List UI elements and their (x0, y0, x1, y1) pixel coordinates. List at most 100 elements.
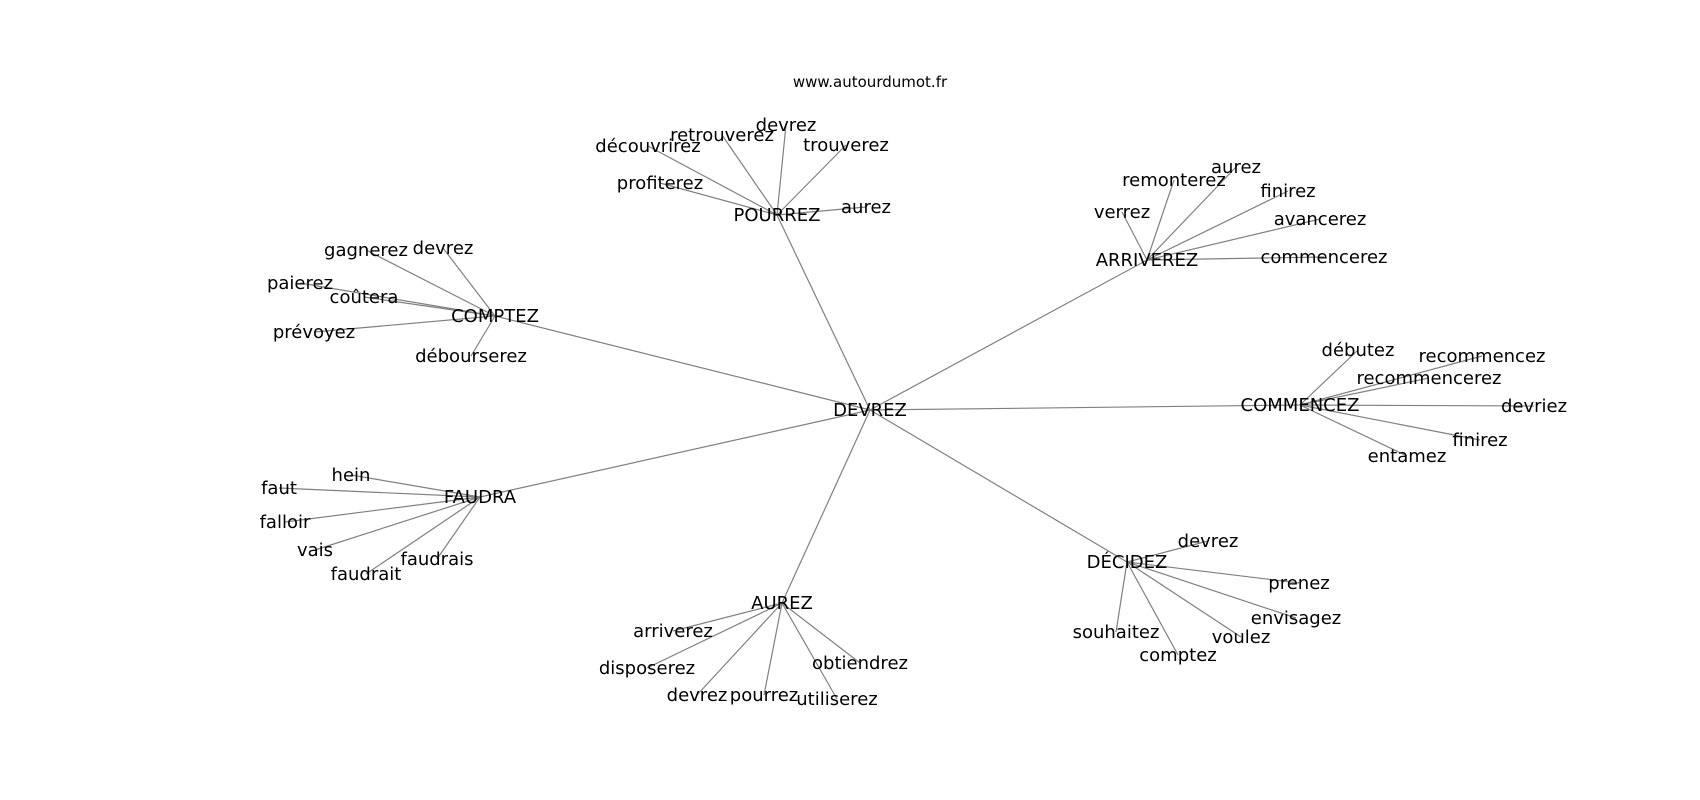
word-node-label: disposerez (599, 658, 695, 679)
word-node-label: avancerez (1274, 209, 1367, 230)
edge-hub-to-word (1146, 256, 1325, 261)
edge-hub-to-word (1299, 404, 1408, 457)
word-node-label: entamez (1368, 446, 1447, 467)
edge-hub-to-word (672, 602, 783, 632)
word-node-label: envisagez (1251, 608, 1342, 629)
edge-hub-to-word (1126, 561, 1242, 638)
word-node-label: vais (297, 540, 333, 561)
word-node-label: souhaitez (1073, 622, 1160, 643)
edge-hub-to-word (646, 602, 783, 669)
word-node-label: obtiendrez (812, 653, 908, 674)
word-node-label: devrez (413, 238, 474, 259)
word-node-label: profiterez (617, 173, 703, 194)
edge-hub-to-word (1126, 561, 1300, 584)
word-node-label: voulez (1212, 627, 1271, 648)
word-node-label: recommencez (1419, 346, 1546, 367)
edge-hub-to-word (1126, 540, 1209, 563)
edge-hub-to-word (363, 296, 496, 317)
website-label: www.autourdumot.fr (793, 73, 948, 91)
word-node-label: remonterez (1122, 170, 1226, 191)
word-node-label: commencerez (1261, 247, 1388, 268)
edge-center-to-hub (869, 409, 1128, 563)
word-node-label: retrouverez (670, 125, 774, 146)
word-node-label: prenez (1268, 573, 1329, 594)
edge-hub-to-word (776, 206, 867, 216)
word-node-label: arriverez (633, 621, 713, 642)
edge-center-to-hub (869, 404, 1301, 411)
word-node-label: aurez (1211, 157, 1261, 178)
edge-hub-to-word (284, 496, 481, 523)
edge-hub-to-word (1299, 404, 1481, 441)
word-node-label: utiliserez (796, 689, 877, 710)
edge-hub-to-word (313, 315, 496, 333)
edge-hub-to-word (659, 182, 778, 216)
word-node-label: coûtera (330, 287, 399, 308)
edge-hub-to-word (1146, 166, 1237, 261)
edge-center-to-hub (869, 259, 1148, 411)
edge-hub-to-word (442, 247, 496, 317)
word-node-label: trouverez (803, 135, 889, 156)
word-node-label: faut (261, 478, 297, 499)
word-node-label: verrez (1094, 202, 1150, 223)
edge-hub-to-word (1146, 218, 1321, 261)
edge-hub-to-word (350, 474, 481, 498)
edge-center-to-hub (776, 214, 871, 411)
edge-hub-to-word (1299, 404, 1535, 407)
word-node-label: débutez (1322, 340, 1395, 361)
word-node-label: comptez (1139, 645, 1216, 666)
hub-node-label: FAUDRA (444, 487, 517, 508)
word-node-label: finirez (1260, 181, 1315, 202)
edge-center-to-hub (781, 409, 871, 604)
edge-hub-to-word (1126, 561, 1179, 656)
word-node-label: finirez (1452, 430, 1507, 451)
edge-hub-to-word (1121, 211, 1148, 261)
edge-hub-to-word (314, 496, 481, 551)
edge-hub-to-word (1299, 377, 1430, 406)
edge-center-to-hub (479, 409, 871, 498)
edge-hub-to-word (365, 249, 496, 317)
word-node-label: devrez (667, 685, 728, 706)
hub-node-label: DÉCIDEZ (1087, 551, 1168, 573)
edge-center-to-hub (494, 315, 871, 411)
word-node-label: découvrirez (595, 136, 700, 157)
word-node-label: gagnerez (324, 240, 408, 261)
word-node-label: aurez (841, 197, 891, 218)
graph-edges (278, 124, 1535, 700)
word-node-label: recommencerez (1356, 368, 1501, 389)
word-node-label: falloir (260, 512, 311, 533)
edge-hub-to-word (278, 487, 481, 498)
hub-node-label: COMMENCEZ (1241, 395, 1360, 416)
edge-hub-to-word (299, 282, 496, 317)
edge-hub-to-word (647, 145, 778, 216)
word-node-label: faudrais (400, 549, 473, 570)
word-node-label: pourrez (730, 685, 798, 706)
edge-hub-to-word (436, 496, 481, 560)
hub-node-label: AUREZ (751, 593, 813, 614)
edge-hub-to-word (696, 602, 783, 696)
edge-hub-to-word (365, 496, 481, 575)
edge-hub-to-word (781, 602, 838, 700)
edge-hub-to-word (1146, 190, 1289, 261)
hub-node-label: COMPTEZ (451, 306, 539, 327)
edge-hub-to-word (470, 315, 496, 357)
word-node-label: devriez (1501, 396, 1567, 417)
word-node-label: paierez (267, 273, 333, 294)
edge-hub-to-word (776, 124, 787, 216)
edge-hub-to-word (1299, 355, 1483, 406)
word-node-label: devrez (1178, 531, 1239, 552)
hub-node-label: POURREZ (734, 205, 821, 226)
edge-hub-to-word (763, 602, 783, 696)
word-node-label: faudrait (331, 564, 402, 585)
edge-hub-to-word (1299, 349, 1359, 406)
edge-hub-to-word (776, 144, 847, 216)
edge-hub-to-word (1126, 561, 1297, 619)
edge-hub-to-word (721, 134, 778, 216)
word-node-label: prévoyez (273, 322, 355, 343)
edge-hub-to-word (781, 602, 861, 664)
hub-node-label: ARRIVEREZ (1096, 250, 1199, 271)
center-node-label: DEVREZ (833, 400, 907, 421)
edge-hub-to-word (1146, 179, 1175, 261)
edge-hub-to-word (1115, 561, 1128, 633)
